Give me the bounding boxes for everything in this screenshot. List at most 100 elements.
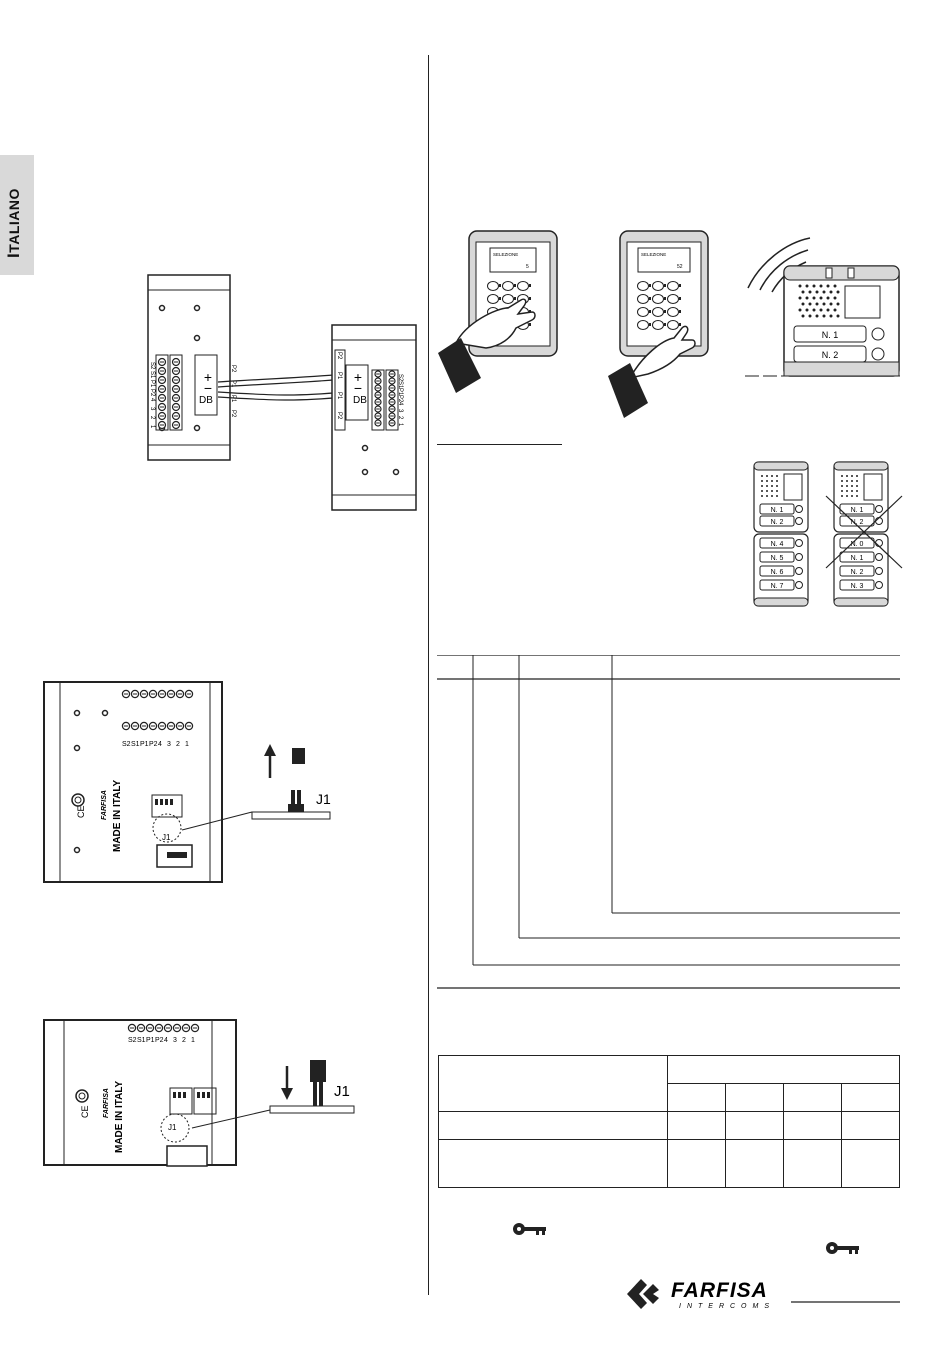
terminal-label: 4 (164, 1037, 168, 1044)
made-in-italy-2: MADE IN ITALY (114, 1080, 125, 1153)
wiring-right-terminal-label: 4 (397, 402, 403, 406)
panel-button-label: N. 7 (771, 583, 784, 590)
wiring-left-bridge-label: P1 (230, 380, 236, 388)
wiring-left-bridge-label: P2 (230, 410, 236, 418)
ce-mark-1: CE (76, 805, 86, 818)
key-icon (513, 1223, 546, 1235)
brand-small-2: FARFISA (103, 1088, 110, 1118)
table2-col-3 (783, 1083, 842, 1112)
panel-comparison: N. 1 N. 2 N. 4 N. 5 N. 6 N. 7 N. 1 N. 2 N. 0 N. … (753, 461, 903, 607)
configuration-table-2 (438, 1055, 900, 1188)
panel-button-label: N. 2 (851, 569, 864, 576)
brand-small-1: FARFISA (101, 790, 108, 820)
panel-button-label: N. 1 (851, 507, 864, 514)
svg-text:+: + (354, 369, 362, 385)
panel-button-label: N. 5 (771, 555, 784, 562)
table2-col-1 (667, 1083, 726, 1112)
table2-row-1-label (438, 1111, 668, 1140)
wiring-right-bridge-label: P1 (336, 372, 342, 380)
wiring-right-terminal-label: S1 (397, 381, 403, 389)
keypad-illustration-2: SELEZIONE 52 (608, 230, 709, 418)
wiring-right-bridge-label: P2 (336, 412, 342, 420)
section-rule (437, 444, 562, 445)
farfisa-logo: FARFISA INTERCOMS (627, 1279, 900, 1310)
panel-button-label: N. 4 (771, 541, 784, 548)
wiring-left-terminal-label: S1 (149, 371, 155, 379)
panel-button-label: N. 1 (851, 555, 864, 562)
panel-button-label: N. 2 (771, 519, 784, 526)
table2-group-header (667, 1055, 900, 1084)
jumper-label-1: J1 (316, 791, 331, 807)
wiring-left-terminal-label: 1 (149, 425, 155, 429)
arrow-up-icon (264, 744, 276, 778)
terminal-label: P2 (149, 741, 158, 748)
column-divider (428, 55, 429, 1295)
jumper-small-2: J1 (168, 1123, 177, 1132)
wiring-right-terminal-label: 2 (397, 416, 403, 420)
ce-mark-2: CE (80, 1105, 90, 1118)
terminal-label: P2 (155, 1037, 164, 1044)
terminal-label: 4 (158, 741, 162, 748)
terminal-label: 2 (176, 741, 180, 748)
terminal-label: 1 (185, 741, 189, 748)
terminal-label: P1 (140, 741, 149, 748)
panel-button-label: N. 6 (771, 569, 784, 576)
arrow-down-icon (281, 1066, 293, 1100)
terminal-label: S1 (137, 1037, 146, 1044)
brand-subtitle: INTERCOMS (679, 1303, 775, 1310)
made-in-italy-1: MADE IN ITALY (112, 779, 123, 852)
db-label-right: DB (353, 395, 367, 406)
panel-button-label: N. 3 (851, 583, 864, 590)
jumper-small-1: J1 (162, 833, 171, 842)
terminal-label: 3 (173, 1037, 177, 1044)
key-icon (826, 1242, 859, 1254)
keypad-illustration-1: SELEZIONE 5 (438, 230, 558, 393)
doorbell-button-1: N. 1 (822, 330, 839, 340)
svg-text:+: + (204, 369, 212, 385)
terminal-label: S2 (128, 1037, 137, 1044)
wiring-right-terminal-label: P2 (397, 395, 403, 403)
doorbell-button-2: N. 2 (822, 350, 839, 360)
table2-row-2-label (438, 1139, 668, 1188)
terminal-label: S1 (131, 741, 140, 748)
table2-header-cell (438, 1055, 668, 1112)
brand-name: FARFISA (671, 1279, 768, 1302)
terminal-label: P1 (146, 1037, 155, 1044)
wiring-left-bridge-label: P2 (230, 365, 236, 373)
db-label-left: DB (199, 395, 213, 406)
wiring-left-terminal-label: 2 (149, 416, 155, 420)
wiring-right-terminal-label: 3 (397, 409, 403, 413)
wiring-right-terminal-label: S2 (397, 374, 403, 382)
panel-button-label: N. 0 (851, 541, 864, 548)
display-text-1: SELEZIONE (493, 252, 518, 257)
table2-col-4 (841, 1083, 900, 1112)
wiring-right-terminal-label: P1 (397, 388, 403, 396)
panel-button-label: N. 1 (771, 507, 784, 514)
wiring-left-terminal-label: P2 (149, 389, 155, 397)
terminal-label: 1 (191, 1037, 195, 1044)
wiring-left-terminal-label: S2 (149, 362, 155, 370)
jumper-label-2: J1 (334, 1083, 350, 1100)
language-label: ITALIANO (4, 188, 23, 258)
language-tab (0, 155, 34, 275)
display-value-2: 52 (677, 264, 683, 270)
terminal-label: 2 (182, 1037, 186, 1044)
doorbell-illustration: N. 1 N. 2 (745, 237, 900, 377)
wiring-left-bridge-label: P1 (230, 395, 236, 403)
display-text-2: SELEZIONE (641, 252, 666, 257)
wiring-right-bridge-label: P2 (336, 352, 342, 360)
wiring-right-terminal-label: 1 (397, 423, 403, 427)
wiring-left-terminal-label: 4 (149, 398, 155, 402)
terminal-label: S2 (122, 741, 131, 748)
wiring-right-bridge-label: P1 (336, 392, 342, 400)
terminal-label: 3 (167, 741, 171, 748)
panel-button-label: N. 2 (851, 519, 864, 526)
wiring-left-terminal-label: P1 (149, 380, 155, 388)
svg-text:−: − (354, 380, 362, 396)
wiring-left-terminal-label: 3 (149, 407, 155, 411)
configuration-table-1 (437, 655, 900, 989)
